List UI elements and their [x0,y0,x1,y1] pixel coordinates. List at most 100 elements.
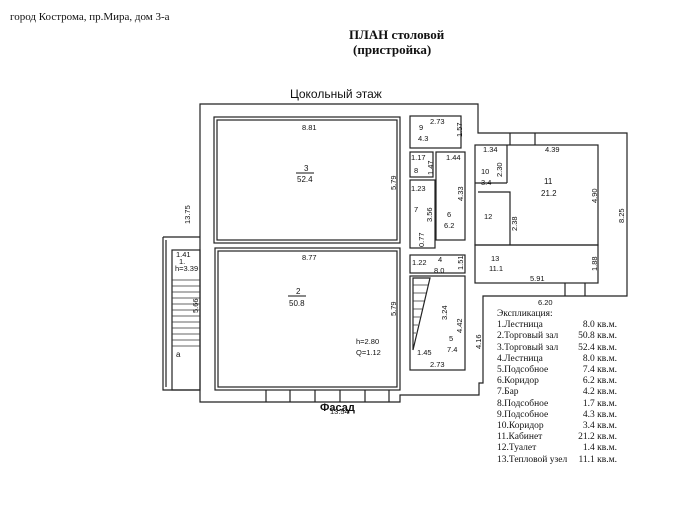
room-area: 52.4 кв.м. [578,342,617,353]
dim: 1.22 [412,258,427,267]
dim: 8.25 [617,208,626,223]
room-area: 1.7 кв.м. [582,398,617,409]
room-name: 9.Подсобное [497,409,549,420]
room-11-area: 21.2 [541,189,557,198]
dim: 8.77 [302,253,317,262]
plan-subtitle: (пристройка) [353,42,432,57]
room-2-q: Q=1.12 [356,348,381,357]
plan-title: ПЛАН столовой [349,27,445,42]
dim: 2.38 [510,216,519,231]
dim: 8.81 [302,123,317,132]
address-text: город Кострома, пр.Мира, дом 3-а [10,11,170,23]
room-10-area: 3.4 [481,178,491,187]
explication-row: 6.Коридор 6.2 кв.м. [497,376,617,387]
explication-table: Экспликация: 1.Лестница 8.0 кв.м. 2.Торго… [497,309,617,466]
room-9-area: 4.3 [418,134,428,143]
dim: 1.34 [483,145,498,154]
dim: 3.24 [440,305,449,320]
room-8-number: 8 [414,166,418,175]
dim: 4.16 [474,334,483,349]
explication-row: 1.Лестница 8.0 кв.м. [497,320,617,331]
room-1-height: h=3.39 [175,264,198,273]
room-area: 21.2 кв.м. [578,432,617,443]
explication-row: 2.Торговый зал 50.8 кв.м. [497,331,617,342]
dim: 4.90 [590,188,599,203]
dim: 5.79 [389,301,398,316]
room-7-number: 7 [414,205,418,214]
room-9-number: 9 [419,123,423,132]
dim: 2.73 [430,360,445,369]
dim: 1.88 [590,256,599,271]
explication-row: 8.Подсобное 1.7 кв.м. [497,399,617,410]
dim: 5.66 [191,298,200,313]
room-5-area: 7.4 [447,345,457,354]
dim: 4.39 [545,145,560,154]
dim: 1.45 [417,348,432,357]
room-1-number: 1. [179,257,185,266]
explication-row: 3.Торговый зал 52.4 кв.м. [497,343,617,354]
room-1-width: 1.41 [176,250,191,259]
room-area: 4.2 кв.м. [582,387,617,398]
dim: 1.44 [446,153,461,162]
dimensions: 8.81 5.79 8.77 5.79 13.54 13.75 5.66 2.7… [183,117,626,416]
dim: 1.51 [456,255,465,270]
dim: 2.73 [430,117,445,126]
room-6-area: 6.2 [444,221,454,230]
room-3-number: 3 [304,164,309,173]
dim: 4.33 [456,186,465,201]
room-name: 3.Торговый зал [497,342,559,353]
dim: 4.42 [455,318,464,333]
room-name: 6.Коридор [497,376,539,387]
floor-label: Цокольный этаж [290,87,382,101]
room-area: 11.1 кв.м. [578,454,617,465]
dim: 1.57 [455,122,464,137]
explication-row: 10.Коридор 3.4 кв.м. [497,421,617,432]
explication-row: 9.Подсобное 4.3 кв.м. [497,410,617,421]
dim: 1.47 [426,160,435,175]
room-name: 4.Лестница [497,353,543,364]
room-name: 5.Подсобное [497,365,549,376]
explication-title: Экспликация: [497,309,553,319]
dim: 0.77 [417,232,426,247]
room-name: 11.Кабинет [497,432,543,443]
dim: 6.20 [538,298,553,307]
room-2-height: h=2.80 [356,337,379,346]
facade-label: Фасад [320,402,355,414]
dim: 5.91 [530,274,545,283]
room-name: 1.Лестница [497,320,543,331]
explication-row: 7.Бар 4.2 кв.м. [497,387,617,398]
room-5-number: 5 [449,334,453,343]
room-area: 50.8 кв.м. [578,331,617,342]
room-area: 8.0 кв.м. [582,353,617,364]
room-10-number: 10 [481,167,489,176]
explication-row: 13.Тепловой узел 11.1 кв.м. [497,455,617,466]
explication-row: 5.Подсобное 7.4 кв.м. [497,365,617,376]
room-4-number: 4 [438,255,442,264]
room-name: 12.Туалет [497,443,537,454]
room-name: 7.Бар [497,387,519,398]
room-area: 8.0 кв.м. [582,320,617,331]
dim: 5.79 [389,175,398,190]
dim: 1.23 [411,184,426,193]
room-4-area: 8.0 [434,266,444,275]
room-name: 8.Подсобное [497,398,549,409]
room-3-area: 52.4 [297,175,313,184]
dim: 13.54 [330,407,349,416]
room-area: 4.3 кв.м. [582,409,617,420]
room-2-number: 2 [296,287,301,296]
explication-row: 4.Лестница 8.0 кв.м. [497,354,617,365]
room-area: 7.4 кв.м. [582,365,617,376]
room-name: 2.Торговый зал [497,331,559,342]
walls [162,103,628,403]
room-area: 3.4 кв.м. [582,421,617,432]
room-name: 10.Коридор [497,421,544,432]
room-13-number: 13 [491,254,499,263]
stair-treads [172,279,428,347]
dim: 2.30 [495,162,504,177]
room-area: 1.4 кв.м. [582,443,617,454]
mark-a: а [176,350,181,359]
explication-row: 11.Кабинет 21.2 кв.м. [497,432,617,443]
room-name: 13.Тепловой узел [497,454,568,465]
room-area: 6.2 кв.м. [582,376,617,387]
